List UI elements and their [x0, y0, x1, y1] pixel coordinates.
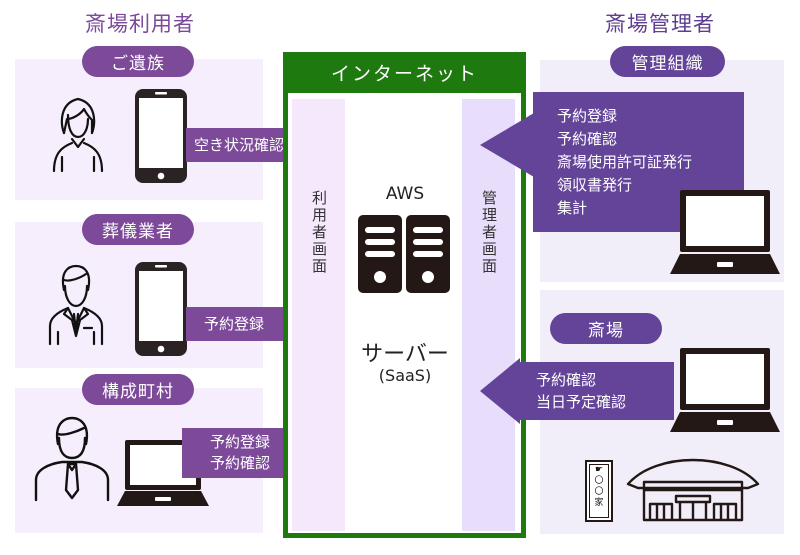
group-label-funeral-hall: 斎場 — [550, 313, 662, 344]
businessman-icon — [48, 264, 104, 346]
funeral-sign-icon: ☛ 〇 〇 家 — [585, 460, 613, 522]
arrow-text: 予約確認 — [557, 129, 618, 148]
saas-label: (SaaS) — [378, 366, 432, 385]
arrow-text: 予約確認 — [536, 371, 597, 389]
user-screen-label: 利用者画面 — [310, 190, 328, 275]
woman-icon — [52, 97, 104, 173]
admin-screen-label: 管理者画面 — [480, 190, 498, 275]
arrow-text: 空き状況確認 — [194, 135, 285, 154]
funeral-hall-building-icon — [626, 458, 760, 522]
laptop-icon — [670, 190, 780, 274]
arrow-text: 予約登録 — [557, 106, 618, 125]
user-screen-column — [292, 99, 345, 531]
left-section-title: 斎場利用者 — [85, 12, 195, 36]
arrow-text: 斎場使用許可証発行 — [557, 152, 693, 171]
man-tie-icon — [34, 416, 110, 502]
arrow-vacancy-check: 空き状況確認 — [186, 128, 294, 162]
smartphone-icon — [135, 262, 187, 356]
arrow-text: 予約登録 — [204, 314, 265, 333]
right-section-title: 斎場管理者 — [605, 12, 715, 36]
group-label-admin-org: 管理組織 — [610, 46, 725, 77]
arrow-reservation-register-check: 予約登録 予約確認 — [182, 428, 294, 478]
sign-char: 〇 — [594, 487, 604, 497]
arrow-text: 予約登録 — [210, 433, 271, 451]
arrow-text: 当日予定確認 — [536, 393, 627, 411]
laptop-icon — [670, 348, 780, 432]
smartphone-icon — [135, 89, 187, 183]
group-label-bereaved-family: ご遺族 — [82, 46, 194, 77]
sign-char: 家 — [594, 498, 604, 508]
arrow-reservation-register: 予約登録 — [186, 307, 294, 341]
arrow-left-head-icon — [480, 113, 534, 177]
server-icon — [358, 215, 450, 293]
admin-screen-column — [462, 99, 515, 531]
sign-char: 〇 — [594, 476, 604, 486]
arrow-text: 領収書発行 — [557, 175, 633, 194]
arrow-text: 予約確認 — [210, 454, 271, 472]
pointing-hand-icon: ☛ — [594, 465, 604, 475]
aws-label: AWS — [385, 184, 425, 204]
funeral-sign-inner: ☛ 〇 〇 家 — [589, 464, 609, 518]
group-label-municipality: 構成町村 — [82, 374, 194, 405]
arrow-left-head-icon — [480, 358, 520, 424]
server-label: サーバー — [361, 342, 449, 367]
group-label-funeral-company: 葬儀業者 — [82, 214, 194, 245]
arrow-hall-functions: 予約確認 当日予定確認 — [518, 362, 674, 420]
arrow-text: 集計 — [557, 198, 588, 217]
internet-header: インターネット — [283, 52, 526, 93]
